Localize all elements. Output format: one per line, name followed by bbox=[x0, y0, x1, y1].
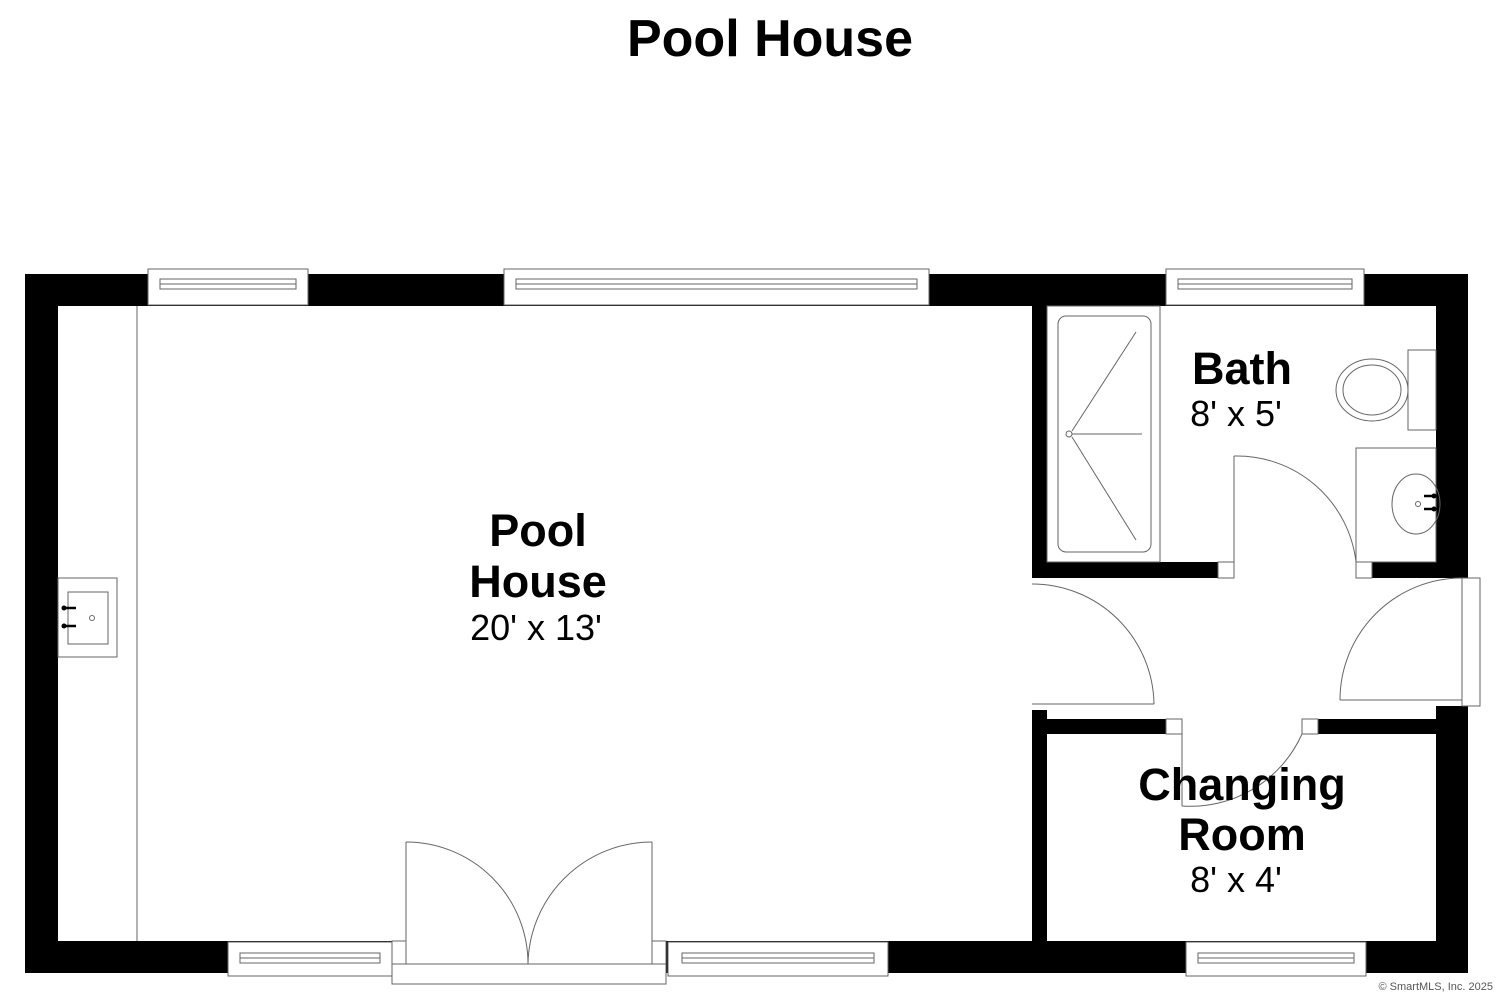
exterior-door-swing bbox=[1339, 577, 1463, 701]
wall-bath-south-left bbox=[1032, 562, 1218, 578]
shower-icon bbox=[1046, 305, 1161, 563]
window-bottom-changing bbox=[1185, 941, 1367, 977]
bath-dimensions: 8' x 5' bbox=[1190, 393, 1282, 434]
wall-changing-north-right bbox=[1318, 719, 1436, 734]
room-label-pool-house: Pool House 20' x 13' bbox=[469, 505, 607, 648]
wall-left bbox=[25, 274, 58, 973]
changing-door-swing bbox=[1181, 733, 1303, 807]
bath-door-swing bbox=[1233, 455, 1357, 563]
wall-bath-south-right bbox=[1372, 562, 1436, 578]
copyright-text: © SmartMLS, Inc. 2025 bbox=[1379, 981, 1494, 993]
wall-right-upper bbox=[1436, 274, 1468, 578]
wall-changing-north-left bbox=[1032, 719, 1166, 734]
bath-sink-icon bbox=[1355, 447, 1441, 563]
bath-name: Bath bbox=[1192, 343, 1292, 394]
wall-changing-west bbox=[1032, 710, 1047, 941]
hall-door-swing bbox=[1031, 583, 1155, 705]
windows bbox=[147, 268, 1367, 977]
window-top-left bbox=[147, 268, 309, 306]
changing-room-name-line2: Room bbox=[1178, 809, 1306, 860]
changing-room-name-line1: Changing bbox=[1138, 759, 1345, 810]
pool-house-name-line2: House bbox=[469, 556, 607, 607]
counter-sink bbox=[57, 306, 138, 941]
wall-right-lower bbox=[1436, 706, 1468, 973]
double-door-swing bbox=[405, 841, 653, 965]
changing-room-dimensions: 8' x 4' bbox=[1190, 859, 1282, 900]
window-top-center bbox=[503, 268, 930, 306]
interior-walls bbox=[1032, 306, 1436, 941]
pool-house-name-line1: Pool bbox=[489, 505, 587, 556]
window-bottom-left bbox=[227, 941, 393, 977]
wall-bath-west bbox=[1032, 306, 1047, 578]
pool-house-dimensions: 20' x 13' bbox=[470, 607, 602, 648]
window-top-bath bbox=[1165, 268, 1365, 306]
window-bottom-center bbox=[667, 941, 889, 977]
door-openings bbox=[391, 561, 1481, 985]
toilet-icon bbox=[1335, 349, 1437, 431]
plan-title: Pool House bbox=[627, 10, 913, 68]
room-label-changing-room: Changing Room 8' x 4' bbox=[1138, 759, 1345, 900]
room-label-bath: Bath 8' x 5' bbox=[1190, 343, 1292, 434]
